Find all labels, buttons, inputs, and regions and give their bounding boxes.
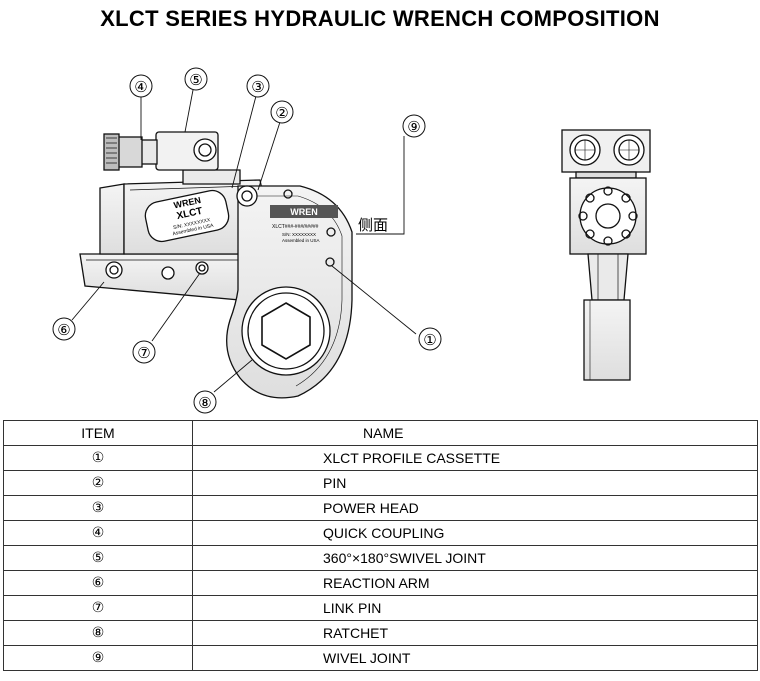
item-number: ④ <box>3 520 193 546</box>
column-header-item: ITEM <box>3 420 193 446</box>
item-name: RATCHET <box>192 620 758 646</box>
svg-text:③: ③ <box>251 78 264 96</box>
item-name: 360°×180°SWIVEL JOINT <box>192 545 758 571</box>
svg-text:②: ② <box>275 104 288 122</box>
item-name: LINK PIN <box>192 595 758 621</box>
parts-table: ITEM NAME ① XLCT PROFILE CASSETTE ② PIN … <box>3 420 758 671</box>
callout-6: ⑥ <box>52 317 76 341</box>
table-row: ⑨ WIVEL JOINT <box>3 645 758 671</box>
table-row: ⑧ RATCHET <box>3 620 758 646</box>
callout-4: ④ <box>129 74 153 98</box>
svg-text:④: ④ <box>134 78 147 96</box>
column-header-name: NAME <box>192 420 758 446</box>
table-row: ① XLCT PROFILE CASSETTE <box>3 445 758 471</box>
callout-9: ⑨ <box>402 114 426 138</box>
front-view <box>79 131 353 399</box>
svg-text:⑦: ⑦ <box>137 344 150 362</box>
item-name: POWER HEAD <box>192 495 758 521</box>
side-view-label: 侧面 <box>358 216 388 234</box>
item-number: ⑤ <box>3 545 193 571</box>
callout-2: ② <box>270 100 294 124</box>
table-row: ⑦ LINK PIN <box>3 595 758 621</box>
cassette-brand: WREN <box>290 207 318 217</box>
item-number: ⑦ <box>3 595 193 621</box>
table-row: ⑥ REACTION ARM <box>3 570 758 596</box>
item-name: WIVEL JOINT <box>192 645 758 671</box>
item-name: QUICK COUPLING <box>192 520 758 546</box>
item-number: ② <box>3 470 193 496</box>
svg-text:⑤: ⑤ <box>189 71 202 89</box>
cassette-drawing <box>226 185 353 399</box>
table-row: ② PIN <box>3 470 758 496</box>
page-title: XLCT SERIES HYDRAULIC WRENCH COMPOSITION <box>100 6 660 31</box>
cassette-brand-plate <box>270 205 338 218</box>
item-number: ③ <box>3 495 193 521</box>
power-head-drawing <box>99 169 273 255</box>
item-name: XLCT PROFILE CASSETTE <box>192 445 758 471</box>
svg-text:⑥: ⑥ <box>57 321 70 339</box>
table-row: ③ POWER HEAD <box>3 495 758 521</box>
nameplate-model: XLCT <box>176 206 204 222</box>
svg-text:⑧: ⑧ <box>198 394 211 412</box>
item-number: ⑨ <box>3 645 193 671</box>
callout-8: ⑧ <box>193 390 217 414</box>
callout-1: ① <box>418 327 442 351</box>
side-view <box>561 129 651 381</box>
item-number: ⑧ <box>3 620 193 646</box>
callout-3: ③ <box>246 74 270 98</box>
leader-lines <box>71 89 417 393</box>
cassette-label-text: WREN XLCT###-###/##### S/N: XXXXXXXX Ass… <box>270 205 338 243</box>
callout-5: ⑤ <box>184 67 208 91</box>
svg-text:①: ① <box>423 331 436 349</box>
item-number: ⑥ <box>3 570 193 596</box>
item-name: REACTION ARM <box>192 570 758 596</box>
item-name: PIN <box>192 470 758 496</box>
reaction-arm-drawing <box>79 253 241 301</box>
table-header-row: ITEM NAME <box>3 420 758 446</box>
quick-coupling-drawing <box>103 133 143 171</box>
table-row: ④ QUICK COUPLING <box>3 520 758 546</box>
item-number: ① <box>3 445 193 471</box>
callout-7: ⑦ <box>132 340 156 364</box>
cassette-serial: S/N: XXXXXXXX <box>282 232 316 237</box>
cassette-code: XLCT###-###/##### <box>272 224 319 230</box>
wrench-drawing: WREN XLCT S/N: XXXXXXXX Assembled in USA… <box>52 67 651 414</box>
table-row: ⑤ 360°×180°SWIVEL JOINT <box>3 545 758 571</box>
swivel-joint-drawing <box>140 131 219 171</box>
callouts: ④ ⑤ ③ ② ⑨ ⑥ ⑦ ① <box>52 67 442 414</box>
cassette-origin: Assembled in USA <box>282 238 320 243</box>
svg-text:⑨: ⑨ <box>407 118 420 136</box>
